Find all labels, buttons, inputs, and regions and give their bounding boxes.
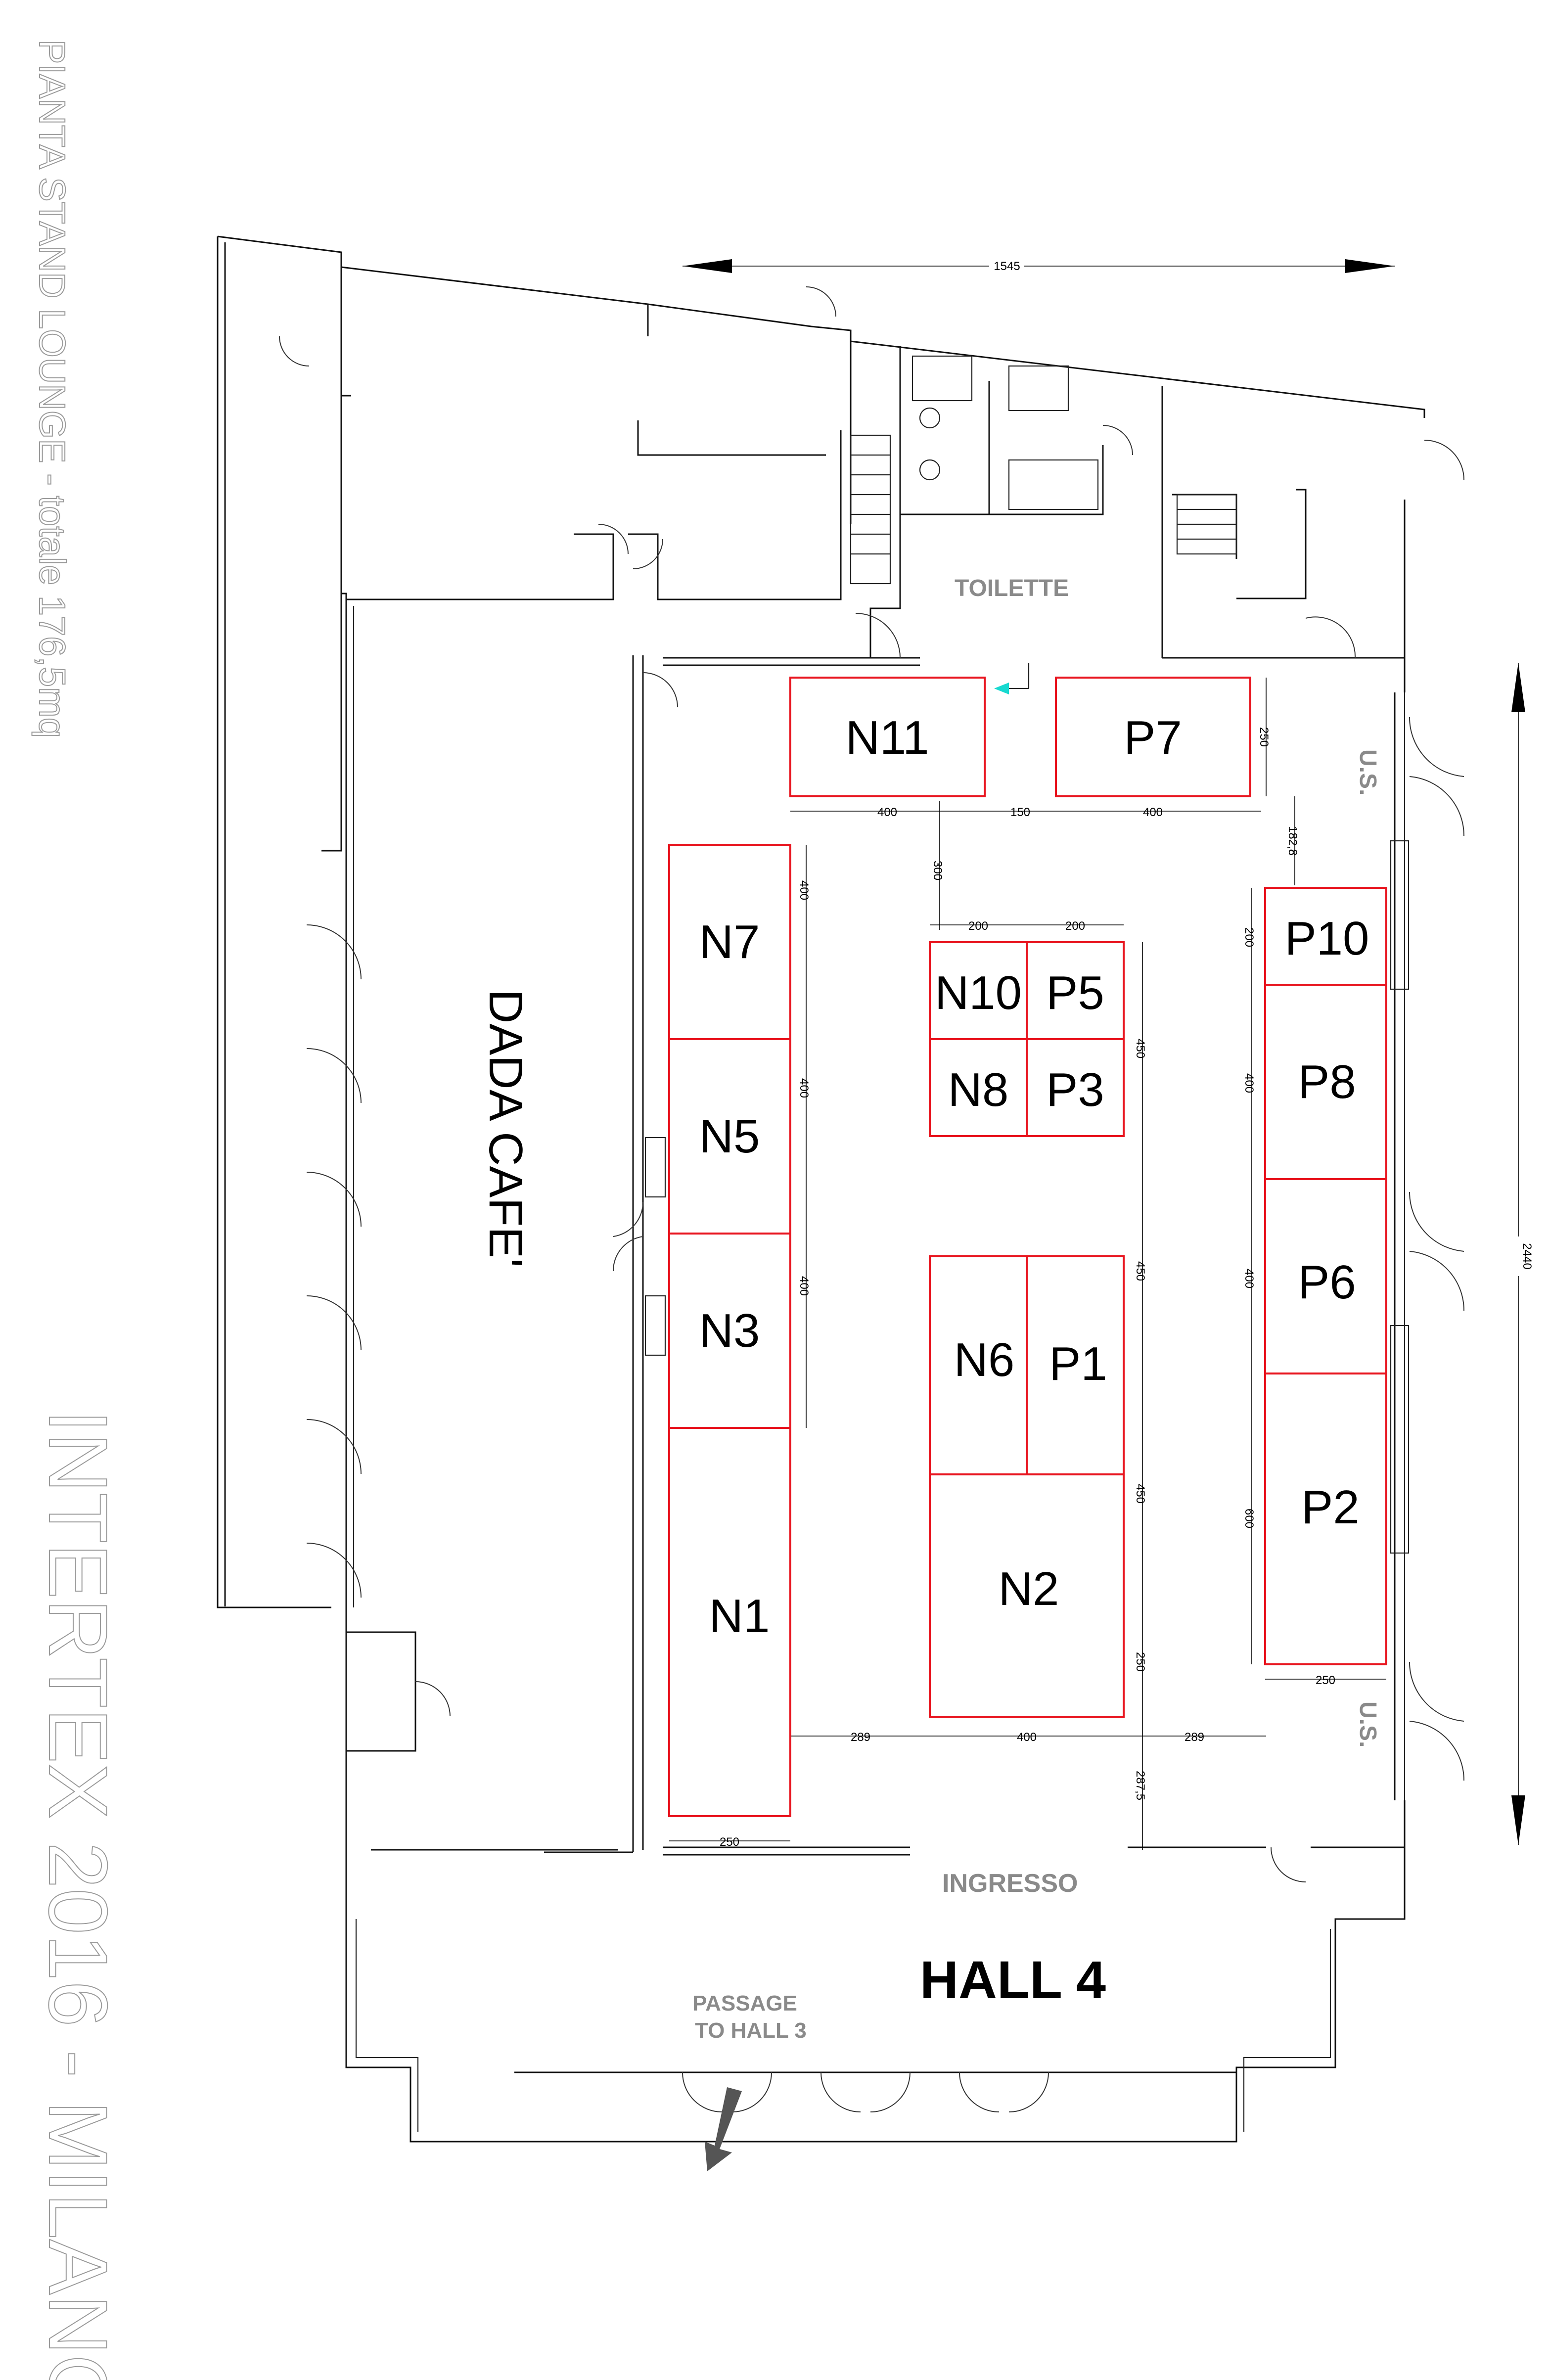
svg-text:N1: N1 xyxy=(709,1590,770,1643)
svg-text:300: 300 xyxy=(931,861,944,880)
doors xyxy=(279,286,1465,2112)
svg-text:P8: P8 xyxy=(1298,1055,1356,1108)
svg-text:450: 450 xyxy=(1134,1039,1147,1058)
stand-P5[interactable]: P5 xyxy=(1026,941,1125,1040)
stand-N7[interactable]: N7 xyxy=(668,844,791,1040)
svg-text:N6: N6 xyxy=(954,1333,1015,1386)
svg-text:P2: P2 xyxy=(1301,1481,1359,1534)
ingresso-label: INGRESSO xyxy=(942,1869,1078,1898)
stand-N5[interactable]: N5 xyxy=(668,1038,791,1235)
stairs-left xyxy=(850,434,891,585)
svg-text:P10: P10 xyxy=(1285,912,1369,965)
svg-text:P7: P7 xyxy=(1124,711,1182,764)
stand-N1[interactable]: N1 xyxy=(668,1427,791,1817)
svg-text:P3: P3 xyxy=(1046,1063,1104,1116)
svg-text:250: 250 xyxy=(1257,727,1271,747)
svg-text:450: 450 xyxy=(1134,1261,1147,1281)
svg-text:289: 289 xyxy=(1185,1731,1204,1744)
marker-arrow xyxy=(994,683,1009,694)
stand-N2[interactable]: N2 xyxy=(929,1473,1125,1718)
svg-text:400: 400 xyxy=(1242,1073,1256,1093)
passage-label-line1: PASSAGE xyxy=(692,1991,797,2015)
svg-text:287,5: 287,5 xyxy=(1134,1771,1147,1800)
svg-text:182,8: 182,8 xyxy=(1286,826,1299,856)
svg-text:450: 450 xyxy=(1134,1484,1147,1504)
us-label-bottom: U.S. xyxy=(1355,1701,1381,1747)
svg-text:N2: N2 xyxy=(999,1562,1059,1615)
us-label-top: U.S. xyxy=(1355,749,1381,795)
stand-P1[interactable]: P1 xyxy=(1026,1255,1125,1475)
svg-text:400: 400 xyxy=(797,1276,811,1296)
stand-N3[interactable]: N3 xyxy=(668,1233,791,1429)
svg-text:P1: P1 xyxy=(1049,1337,1107,1390)
architecture xyxy=(217,235,1425,2143)
svg-text:600: 600 xyxy=(1242,1509,1256,1528)
stand-P10[interactable]: P10 xyxy=(1264,887,1387,986)
hall-label: HALL 4 xyxy=(920,1950,1106,2010)
side-title-group: PIANTA STAND LOUNGE - totale 176,5mq INT… xyxy=(31,39,125,2380)
svg-text:250: 250 xyxy=(720,1835,739,1849)
stand-P3[interactable]: P3 xyxy=(1026,1038,1125,1137)
svg-text:400: 400 xyxy=(797,880,811,900)
svg-text:289: 289 xyxy=(851,1731,870,1744)
stand-N8[interactable]: N8 xyxy=(929,1038,1028,1137)
svg-text:400: 400 xyxy=(1017,1731,1037,1744)
stand-N10[interactable]: N10 xyxy=(929,941,1028,1040)
svg-text:150: 150 xyxy=(1010,806,1030,819)
svg-text:200: 200 xyxy=(1065,919,1085,933)
stand-P8[interactable]: P8 xyxy=(1264,984,1387,1180)
svg-text:P5: P5 xyxy=(1046,966,1104,1019)
toilette-label: TOILETTE xyxy=(955,575,1069,601)
passage-label-line2: TO HALL 3 xyxy=(695,2018,807,2043)
svg-text:2440: 2440 xyxy=(1520,1243,1534,1269)
svg-text:400: 400 xyxy=(797,1078,811,1098)
side-event: INTERTEX 2016 - MILANO xyxy=(32,1410,125,2380)
svg-text:400: 400 xyxy=(1242,1269,1256,1288)
svg-text:N5: N5 xyxy=(699,1110,760,1163)
svg-text:400: 400 xyxy=(877,806,897,819)
svg-text:250: 250 xyxy=(1316,1674,1335,1687)
area-labels: DADA CAFE' TOILETTE INGRESSO U.S. U.S. H… xyxy=(479,575,1381,2171)
svg-text:P6: P6 xyxy=(1298,1256,1356,1309)
svg-text:N3: N3 xyxy=(699,1304,760,1357)
stand-P2[interactable]: P2 xyxy=(1264,1373,1387,1665)
stand-N6[interactable]: N6 xyxy=(929,1255,1028,1475)
passage-arrow xyxy=(705,2087,742,2171)
stands: N11 P7 N7 N5 N3 N1 N10 P5 xyxy=(668,677,1387,1817)
svg-text:1545: 1545 xyxy=(994,260,1020,273)
cafe-label: DADA CAFE' xyxy=(479,989,532,1267)
stand-P7[interactable]: P7 xyxy=(1055,677,1251,797)
stairs-right xyxy=(1176,494,1237,555)
svg-text:250: 250 xyxy=(1134,1652,1147,1672)
svg-text:400: 400 xyxy=(1143,806,1163,819)
side-title: PIANTA STAND LOUNGE - totale 176,5mq xyxy=(32,40,73,738)
svg-text:N7: N7 xyxy=(699,915,760,968)
dimensions: 1545 2440 400 150 400 250 182,8 300 400 … xyxy=(669,256,1534,1850)
stand-P6[interactable]: P6 xyxy=(1264,1178,1387,1374)
svg-text:200: 200 xyxy=(1242,927,1256,947)
svg-text:N11: N11 xyxy=(846,711,929,764)
stand-N11[interactable]: N11 xyxy=(789,677,986,797)
svg-text:200: 200 xyxy=(968,919,988,933)
svg-text:N10: N10 xyxy=(935,966,1022,1019)
svg-text:N8: N8 xyxy=(948,1063,1009,1116)
